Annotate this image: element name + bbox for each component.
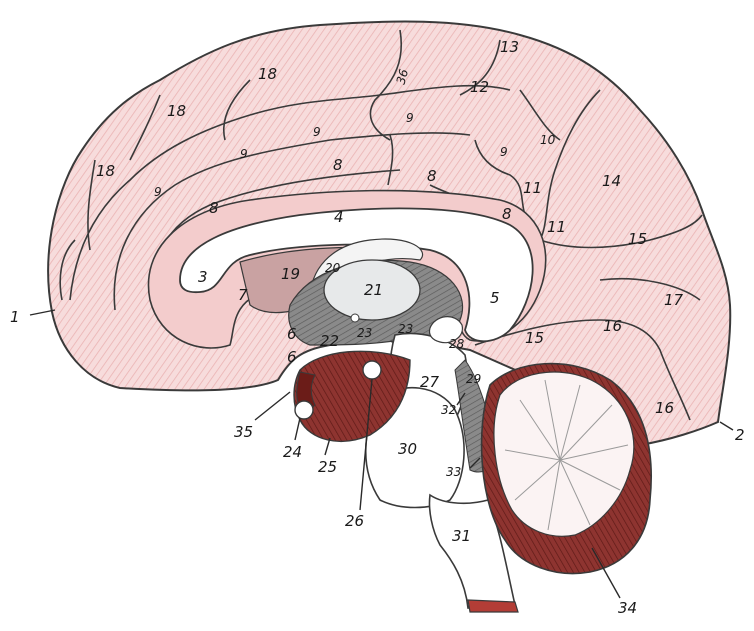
label-13: 13 bbox=[500, 38, 519, 56]
label-18a: 18 bbox=[96, 162, 115, 180]
label-2: 2 bbox=[735, 426, 745, 444]
label-7: 7 bbox=[238, 286, 248, 304]
label-23a: 23 bbox=[357, 326, 372, 340]
label-19: 19 bbox=[281, 265, 300, 283]
pituitary-gland bbox=[294, 400, 314, 420]
label-18b: 18 bbox=[167, 102, 186, 120]
label-16b: 16 bbox=[655, 399, 674, 417]
label-8d: 8 bbox=[502, 205, 512, 223]
label-18c: 18 bbox=[258, 65, 277, 83]
label-17: 17 bbox=[664, 291, 684, 309]
label-31: 31 bbox=[452, 527, 471, 545]
label-10: 10 bbox=[540, 133, 556, 147]
label-9c: 9 bbox=[313, 125, 321, 139]
label-34: 34 bbox=[618, 599, 637, 617]
label-16a: 16 bbox=[603, 317, 622, 335]
label-8b: 8 bbox=[333, 156, 343, 174]
label-11b: 11 bbox=[547, 218, 566, 236]
label-9a: 9 bbox=[154, 185, 162, 199]
label-26: 26 bbox=[345, 512, 364, 530]
label-1: 1 bbox=[10, 308, 20, 326]
label-33: 33 bbox=[446, 465, 461, 479]
label-35: 35 bbox=[234, 423, 253, 441]
label-6a: 6 bbox=[287, 325, 297, 343]
anterior-commissure bbox=[350, 313, 360, 323]
label-25: 25 bbox=[318, 458, 337, 476]
label-27: 27 bbox=[420, 373, 440, 391]
label-15a: 15 bbox=[628, 230, 647, 248]
label-14: 14 bbox=[602, 172, 621, 190]
label-5: 5 bbox=[490, 289, 500, 307]
label-9b: 9 bbox=[240, 147, 248, 161]
label-28: 28 bbox=[449, 337, 465, 351]
spinal-cord-cut bbox=[467, 599, 519, 613]
label-23b: 23 bbox=[398, 322, 413, 336]
leader-lines bbox=[29, 309, 734, 599]
pineal-region bbox=[428, 316, 463, 344]
label-8c: 8 bbox=[427, 167, 437, 185]
label-36: 36 bbox=[394, 67, 412, 86]
label-6b: 6 bbox=[287, 348, 297, 366]
arbor-branches bbox=[504, 379, 629, 531]
label-22: 22 bbox=[320, 332, 339, 350]
label-3: 3 bbox=[198, 268, 208, 286]
label-8a: 8 bbox=[209, 199, 219, 217]
label-32: 32 bbox=[441, 403, 456, 417]
label-15b: 15 bbox=[525, 329, 544, 347]
label-4: 4 bbox=[334, 208, 344, 226]
label-11a: 11 bbox=[523, 179, 542, 197]
corpus-callosum bbox=[179, 207, 534, 343]
thalamus bbox=[323, 259, 421, 321]
label-24: 24 bbox=[283, 443, 302, 461]
label-9e: 9 bbox=[500, 145, 508, 159]
label-20: 20 bbox=[325, 261, 341, 275]
label-9d: 9 bbox=[406, 111, 414, 125]
label-30: 30 bbox=[398, 440, 417, 458]
label-21: 21 bbox=[364, 281, 383, 299]
label-12: 12 bbox=[470, 78, 489, 96]
label-29: 29 bbox=[466, 372, 481, 386]
